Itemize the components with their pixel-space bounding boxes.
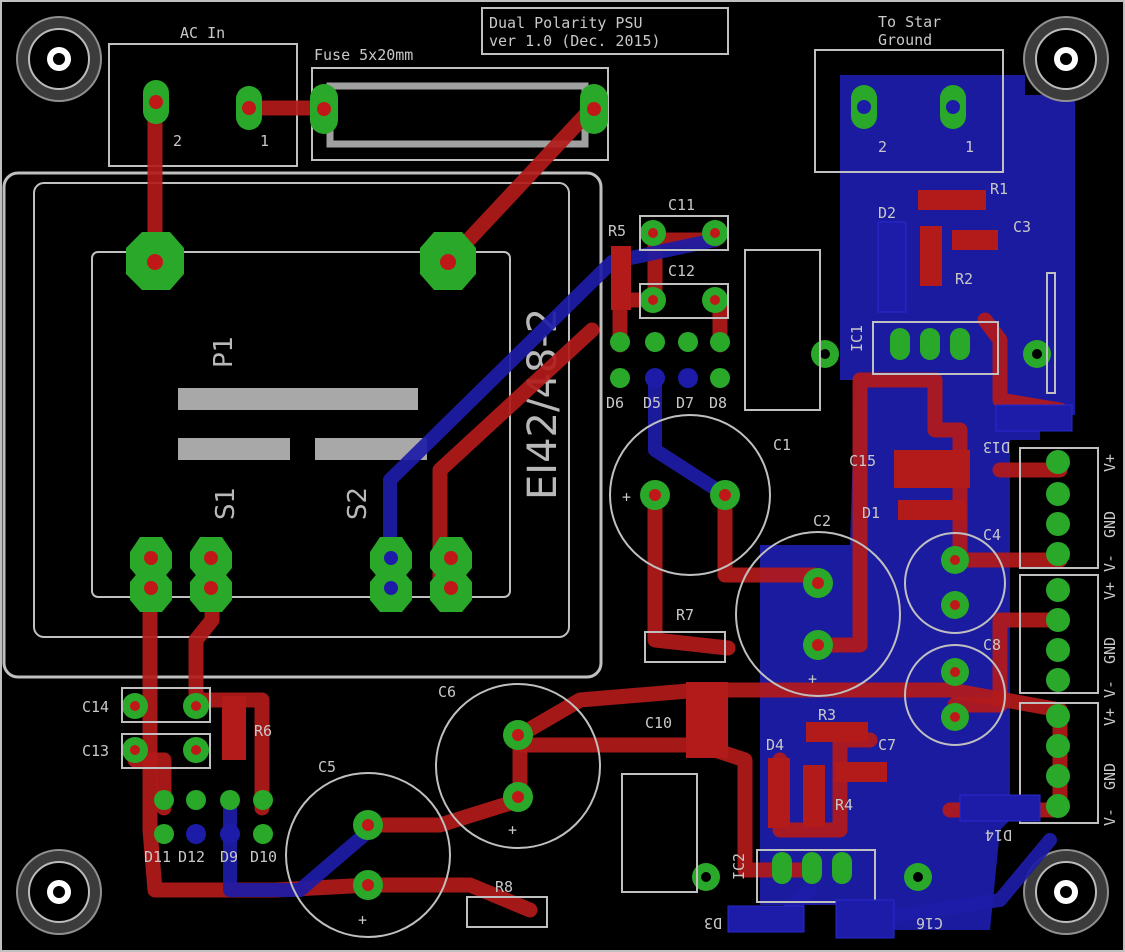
label-r3: R3: [818, 706, 836, 724]
label-c3: C3: [1013, 218, 1031, 236]
label-c8: C8: [983, 636, 1001, 654]
output-labels: V+ GND V- V+ GND V- V+ GND V-: [1101, 454, 1119, 826]
label-d7: D7: [676, 394, 694, 412]
label-c7: C7: [878, 736, 896, 754]
out1-gnd: GND: [1101, 511, 1119, 538]
label-r2: R2: [955, 270, 973, 288]
out2-gnd: GND: [1101, 637, 1119, 664]
c2-plus-mark: +: [808, 670, 817, 688]
title-box: [481, 7, 729, 55]
c1-plus-mark: +: [622, 488, 631, 506]
label-r8: R8: [495, 878, 513, 896]
label-c15: C15: [849, 452, 876, 470]
ac-in-label: AC In: [180, 24, 225, 42]
label-c2: C2: [813, 512, 831, 530]
title-line-1: Dual Polarity PSU: [489, 14, 643, 32]
out3-vplus: V+: [1101, 708, 1119, 726]
c6-plus-mark: +: [508, 821, 517, 839]
label-c10: C10: [645, 714, 672, 732]
out1-vplus: V+: [1101, 454, 1119, 472]
mounting-hole-top-right: [1023, 16, 1109, 102]
label-d2: D2: [878, 204, 896, 222]
star-pin1-label: 1: [965, 138, 974, 156]
label-c13: C13: [82, 742, 109, 760]
label-d4: D4: [766, 736, 784, 754]
to-star-label: To Star: [878, 13, 941, 31]
out1-vminus: V-: [1101, 554, 1119, 572]
label-c12: C12: [668, 262, 695, 280]
transformer-core: [91, 251, 511, 598]
ground-label: Ground: [878, 31, 932, 49]
c5-plus-mark: +: [358, 911, 367, 929]
component-labels: C11 C12 R5 D6 D5 D7 D8 C1 C2 R7 C15 D1 C…: [82, 180, 1031, 932]
label-d1: D1: [862, 504, 880, 522]
label-c11: C11: [668, 196, 695, 214]
s1-label: S1: [211, 487, 241, 520]
label-d14: D14: [985, 826, 1012, 844]
label-d11: D11: [144, 848, 171, 866]
label-d3: D3: [704, 914, 722, 932]
label-r1: R1: [990, 180, 1008, 198]
label-c6: C6: [438, 683, 456, 701]
out2-vplus: V+: [1101, 582, 1119, 600]
p1-label: P1: [209, 336, 239, 368]
label-d13: D13: [983, 438, 1010, 456]
label-r5: R5: [608, 222, 626, 240]
label-ic1: IC1: [848, 325, 866, 352]
label-c1: C1: [773, 436, 791, 454]
label-r6: R6: [254, 722, 272, 740]
ac-in-pin2-label: 2: [173, 132, 182, 150]
pads: [122, 80, 1070, 900]
label-r7: R7: [676, 606, 694, 624]
label-d10: D10: [250, 848, 277, 866]
label-d8: D8: [709, 394, 727, 412]
star-pin2-label: 2: [878, 138, 887, 156]
title-line-2: ver 1.0 (Dec. 2015): [489, 32, 661, 50]
label-c4: C4: [983, 526, 1001, 544]
label-d9: D9: [220, 848, 238, 866]
label-c5: C5: [318, 758, 336, 776]
star-ground-connector-outline: [814, 49, 1004, 173]
mounting-hole-top-left: [16, 16, 102, 102]
transformer-outline-outer: [2, 171, 603, 679]
mounting-hole-bottom-left: [16, 849, 102, 935]
mounting-hole-bottom-right: [1023, 849, 1109, 935]
silk-outlines: [121, 215, 1099, 938]
out2-vminus: V-: [1101, 680, 1119, 698]
transformer-outline-inner: [33, 182, 570, 638]
out3-vminus: V-: [1101, 808, 1119, 826]
label-ic2: IC2: [730, 853, 748, 880]
label-d5: D5: [643, 394, 661, 412]
smd-parts: [154, 190, 1073, 939]
ac-in-pin1-label: 1: [260, 132, 269, 150]
fuse-label: Fuse 5x20mm: [314, 46, 413, 64]
label-c14: C14: [82, 698, 109, 716]
s2-label: S2: [343, 487, 373, 520]
label-d12: D12: [178, 848, 205, 866]
label-r4: R4: [835, 796, 853, 814]
out3-gnd: GND: [1101, 763, 1119, 790]
label-c16: C16: [916, 914, 943, 932]
label-d6: D6: [606, 394, 624, 412]
